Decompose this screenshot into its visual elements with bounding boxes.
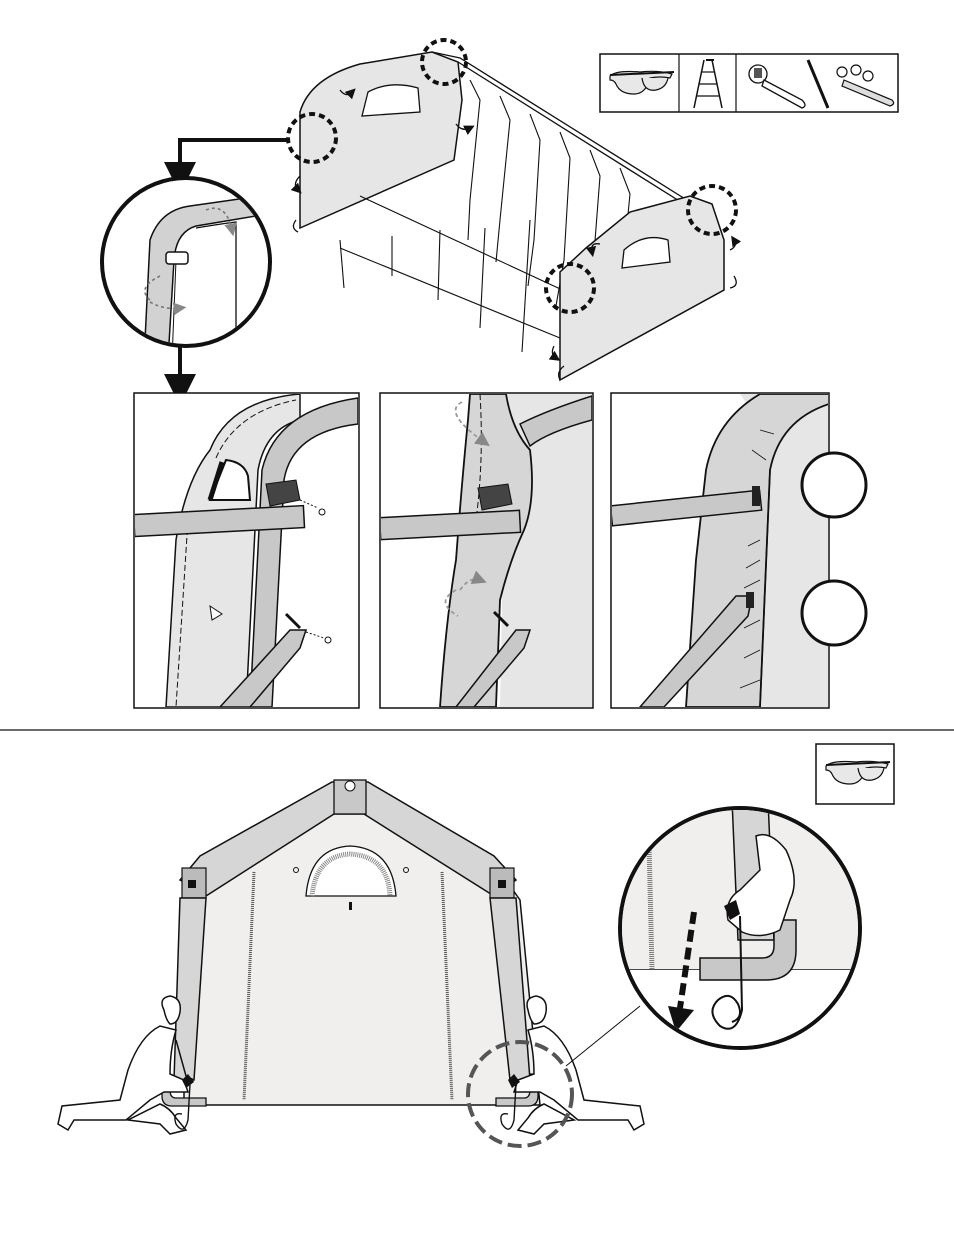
detail-panel-fabric-secured — [610, 393, 829, 708]
tools-required-box-lower — [816, 744, 894, 804]
tools-required-box — [600, 54, 898, 112]
step-check-circle-1 — [802, 453, 866, 517]
zoom-detail-circle — [102, 178, 270, 360]
detail-panel-fabric-wrap-frame — [380, 393, 593, 708]
worker-left — [58, 996, 194, 1134]
callout-leader-lower — [566, 1006, 640, 1066]
step-check-circle-2 — [802, 581, 866, 645]
detail-panel-fabric-clip-attach — [134, 393, 359, 708]
callout-connector — [180, 140, 288, 178]
zoom-detail-circle-lower — [600, 800, 860, 1070]
worker-right — [514, 996, 644, 1134]
